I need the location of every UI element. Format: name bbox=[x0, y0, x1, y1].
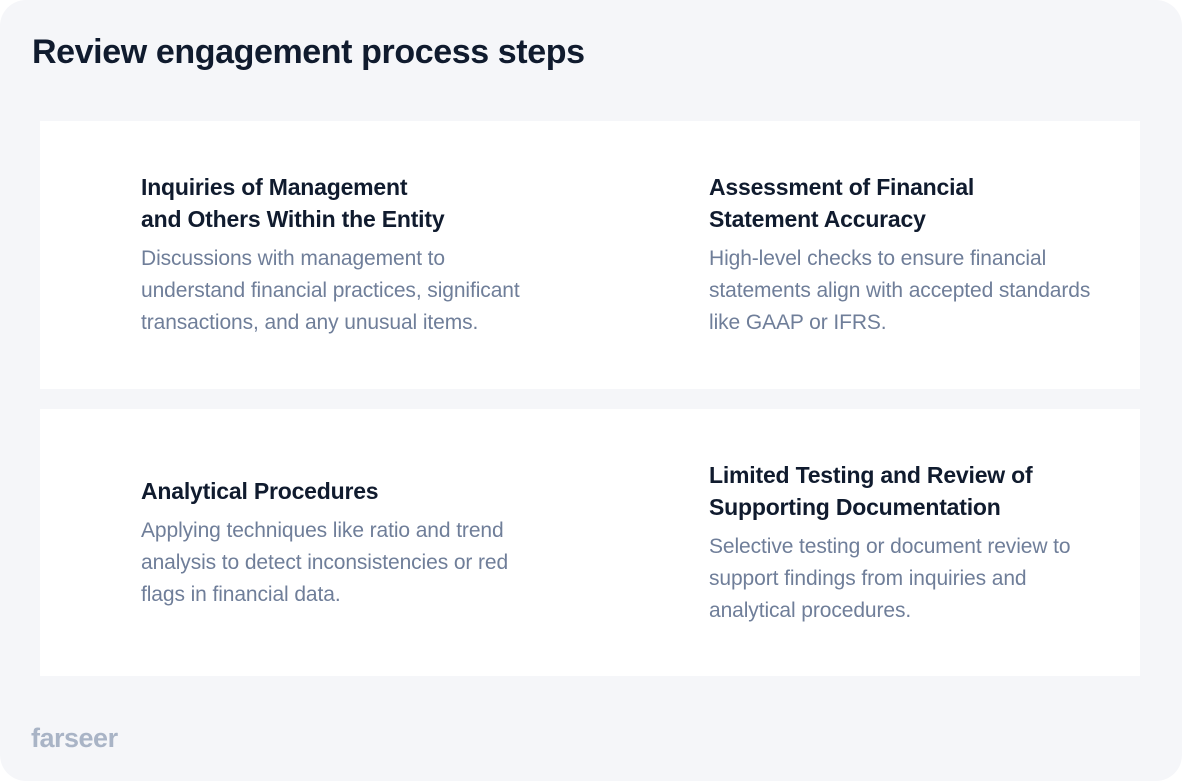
chevron-shape-icon bbox=[40, 121, 602, 389]
step-card-1-content: Inquiries of Management and Others Withi… bbox=[141, 121, 541, 389]
page-title: Review engagement process steps bbox=[32, 33, 585, 71]
step-card-3-description: Applying techniques like ratio and trend… bbox=[141, 518, 509, 606]
step-card-3: Analytical Procedures Applying technique… bbox=[40, 409, 602, 676]
step-card-4-content: Limited Testing and Review of Supporting… bbox=[709, 409, 1109, 676]
brand-logo: farseer bbox=[31, 723, 118, 753]
step-card-2-content: Assessment of Financial Statement Accura… bbox=[709, 121, 1109, 389]
step-card-1: Inquiries of Management and Others Withi… bbox=[40, 121, 602, 389]
step-card-3-title: Analytical Procedures bbox=[141, 477, 379, 504]
step-card-4-title: Limited Testing and Review of Supporting… bbox=[709, 461, 1033, 520]
process-steps-grid: Inquiries of Management and Others Withi… bbox=[40, 121, 1140, 676]
step-card-2-title: Assessment of Financial Statement Accura… bbox=[709, 174, 975, 232]
step-card-4: Limited Testing and Review of Supporting… bbox=[568, 409, 1140, 676]
step-card-2-description: High-level checks to ensure financial st… bbox=[709, 247, 1091, 334]
chevron-shape-icon bbox=[40, 409, 602, 676]
step-card-3-content: Analytical Procedures Applying technique… bbox=[141, 409, 541, 676]
chevron-shape-icon bbox=[568, 121, 1140, 389]
chevron-shape-icon bbox=[568, 409, 1140, 676]
step-card-2: Assessment of Financial Statement Accura… bbox=[568, 121, 1140, 389]
step-card-4-description: Selective testing or document review to … bbox=[709, 534, 1071, 622]
step-card-1-description: Discussions with management to understan… bbox=[141, 247, 520, 334]
step-card-1-title: Inquiries of Management and Others Withi… bbox=[141, 174, 445, 232]
